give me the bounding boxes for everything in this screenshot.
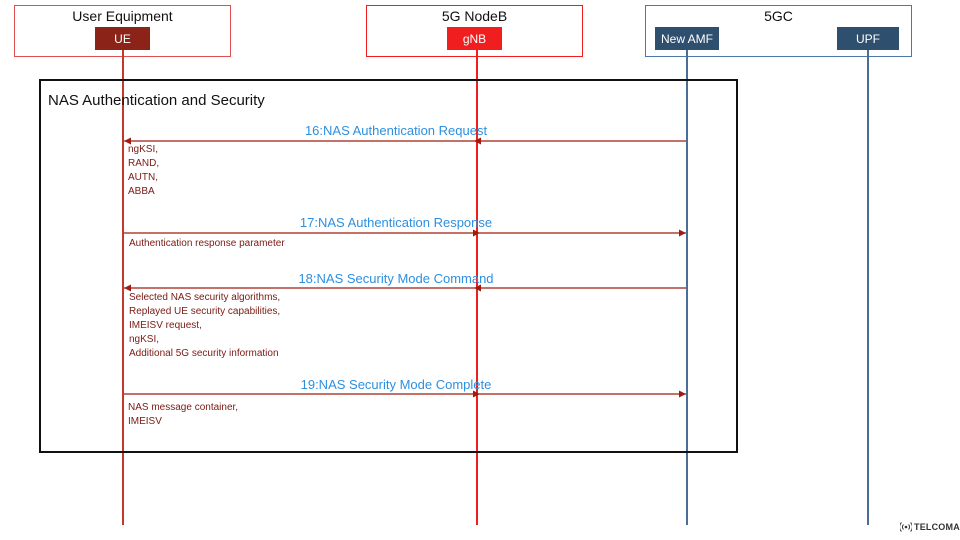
msg17-label: 17:NAS Authentication Response xyxy=(299,215,493,230)
msg18-param: ngKSI, xyxy=(129,334,160,345)
msg16-param: ngKSI, xyxy=(128,144,159,155)
msg18-param: Additional 5G security information xyxy=(129,348,279,359)
ue-lifeline xyxy=(122,50,124,525)
core-entity-title: 5GC xyxy=(764,8,793,24)
upf-chip: UPF xyxy=(837,27,899,50)
telcoma-logo: TELCOMA xyxy=(900,521,960,533)
phase-title: NAS Authentication and Security xyxy=(48,92,265,109)
msg18-param: Replayed UE security capabilities, xyxy=(129,306,281,317)
gnb-entity-title: 5G NodeB xyxy=(441,8,508,24)
msg16-param: AUTN, xyxy=(128,172,158,183)
signal-icon xyxy=(900,522,912,532)
msg19-param: IMEISV xyxy=(128,416,162,427)
gnb-chip: gNB xyxy=(447,27,502,50)
msg16-label: 16:NAS Authentication Request xyxy=(304,123,488,138)
msg18-label: 18:NAS Security Mode Command xyxy=(298,271,494,286)
ue-entity-title: User Equipment xyxy=(72,8,173,24)
msg16-param: RAND, xyxy=(128,158,160,169)
upf-lifeline xyxy=(867,50,869,525)
amf-chip: New AMF xyxy=(655,27,719,50)
msg18-param: Selected NAS security algorithms, xyxy=(129,292,281,303)
msg19-label: 19:NAS Security Mode Complete xyxy=(300,377,492,392)
ue-chip: UE xyxy=(95,27,150,50)
msg18-param: IMEISV request, xyxy=(129,320,202,331)
phase-frame xyxy=(39,79,738,453)
logo-text: TELCOMA xyxy=(914,522,960,532)
msg17-param: Authentication response parameter xyxy=(129,238,285,249)
msg19-param: NAS message container, xyxy=(128,402,239,413)
amf-lifeline xyxy=(686,50,688,525)
msg16-param: ABBA xyxy=(128,186,155,197)
